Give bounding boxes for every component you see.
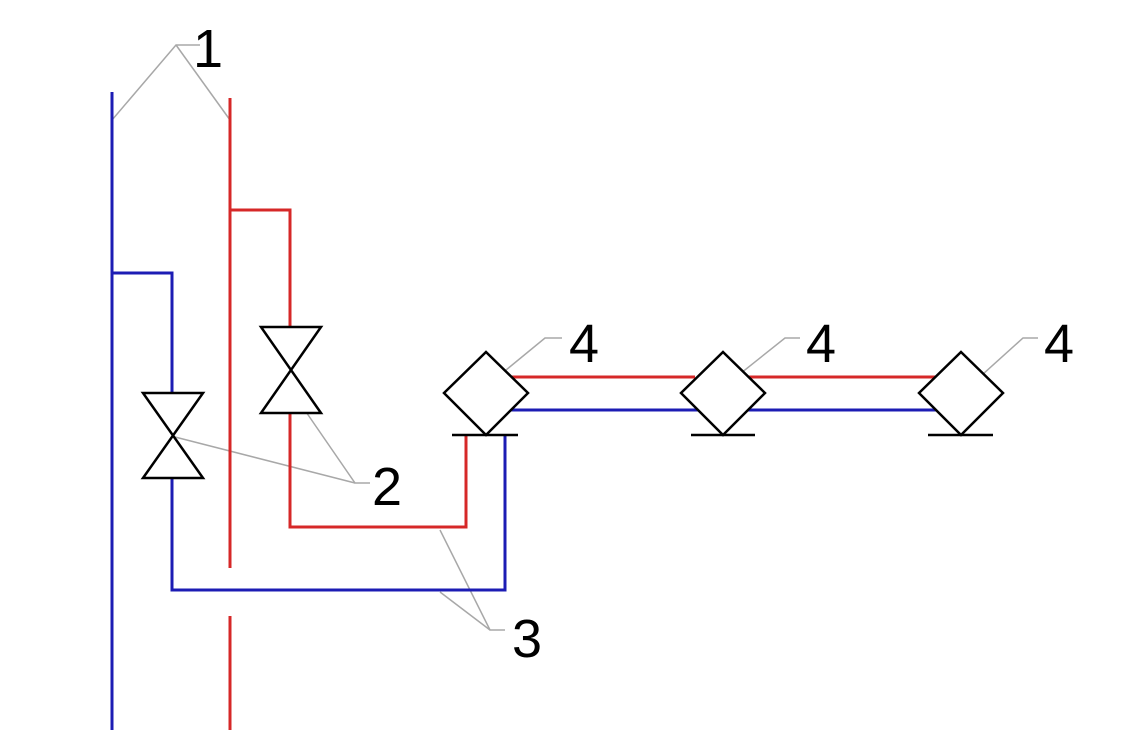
label-radiator-3: 4: [1044, 314, 1074, 374]
label-risers: 1: [193, 19, 223, 79]
label-radiator-2: 4: [806, 314, 836, 374]
valve-right-icon: [258, 325, 324, 415]
label-valves: 2: [372, 457, 402, 517]
radiator-1-icon: [442, 350, 530, 437]
leader-2-left-valve: [174, 436, 356, 484]
return-upper-branch: [112, 271, 174, 393]
leader-3-red: [439, 529, 505, 631]
supply-pipes: [228, 98, 935, 730]
return-lower-branch: [170, 435, 507, 592]
valve-left-icon: [140, 391, 206, 480]
label-radiator-1: 4: [569, 314, 599, 374]
leader-1-red: [175, 44, 231, 121]
leader-lines: [111, 44, 1038, 631]
leader-2-right-valve: [292, 392, 370, 484]
valve-left: [140, 391, 206, 480]
return-pipes: [110, 92, 940, 730]
radiator-3-icon: [917, 350, 1005, 437]
leader-1-blue: [111, 44, 200, 121]
radiator-3: [917, 350, 1005, 437]
radiator-2: [679, 350, 767, 437]
leader-3-blue: [439, 591, 491, 631]
valve-right: [258, 325, 324, 415]
label-branch-pipes: 3: [512, 609, 542, 669]
radiator-1: [442, 350, 530, 437]
supply-upper-branch: [230, 208, 292, 327]
supply-lower-branch: [288, 413, 468, 529]
